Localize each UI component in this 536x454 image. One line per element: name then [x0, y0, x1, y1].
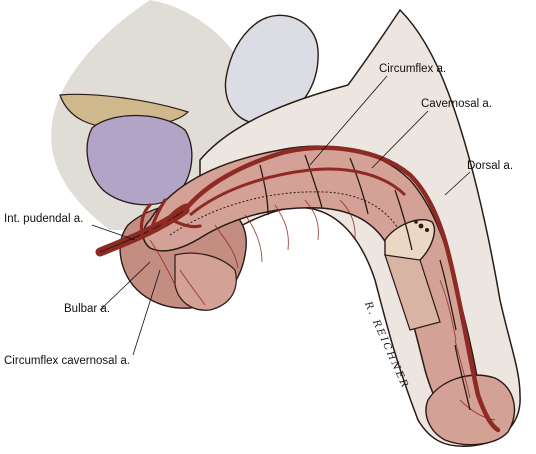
- label-internal-pudendal-artery: Int. pudendal a.: [4, 213, 84, 225]
- leader-lines: [91, 75, 471, 356]
- cut-section-vessel-dots: [414, 220, 429, 232]
- label-circumflex-cavernosal-artery: Circumflex cavernosal a.: [4, 355, 130, 367]
- label-bulbar-artery: Bulbar a.: [64, 303, 111, 315]
- bulbar-artery-branches: [139, 198, 202, 238]
- cut-section-cylinder: [384, 254, 441, 331]
- fine-vessel-network: [149, 199, 496, 421]
- label-cavernosal-artery: Cavernosal a.: [421, 98, 492, 110]
- dorsal-artery: [182, 145, 501, 433]
- crus-lobe: [174, 252, 237, 311]
- cavernosal-branches: [259, 154, 471, 411]
- internal-pudendal-artery-outline: [99, 209, 186, 253]
- shaft-septum-line: [169, 191, 406, 241]
- label-circumflex-artery: Circumflex a.: [379, 63, 447, 75]
- cavernosal-artery: [189, 167, 407, 217]
- label-dorsal-artery: Dorsal a.: [467, 160, 514, 172]
